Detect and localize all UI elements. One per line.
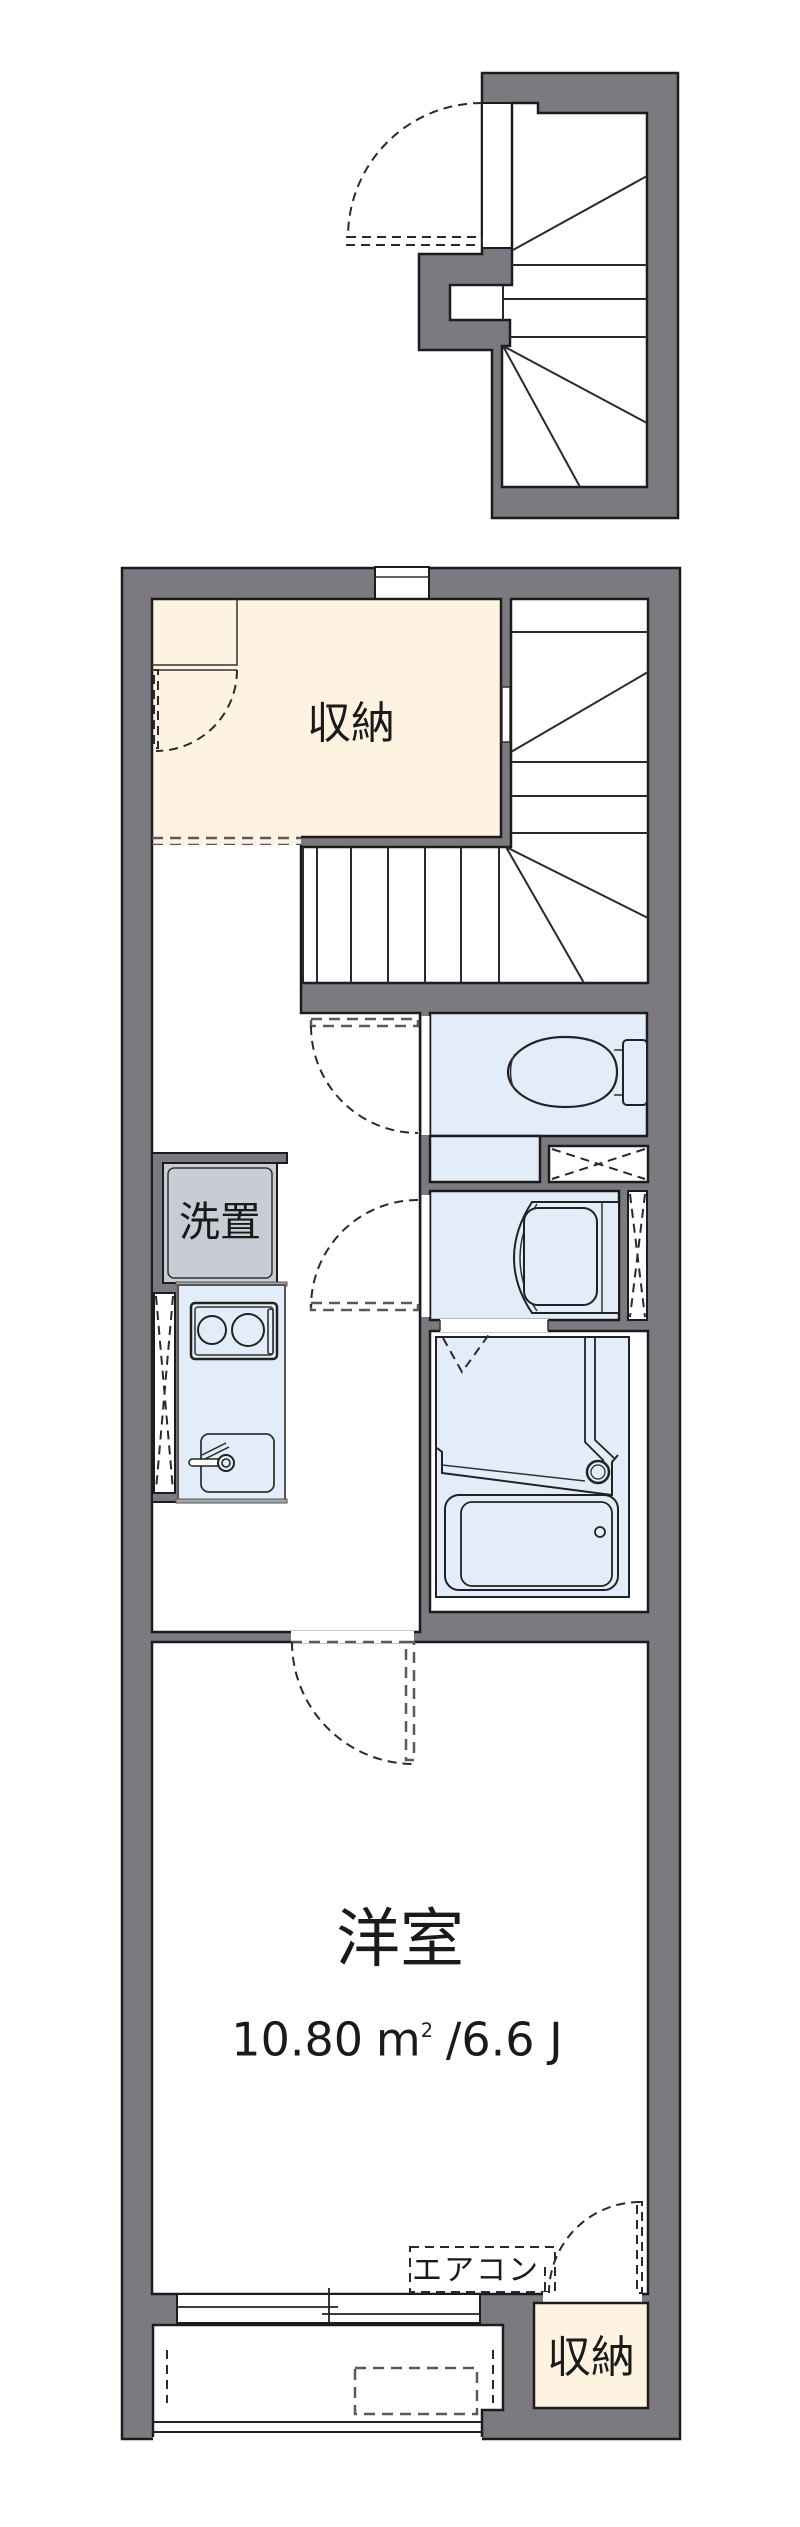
bathtub-drain-icon — [594, 1526, 606, 1538]
shower-pipe — [584, 1338, 615, 1462]
pipe-shaft-box — [547, 1144, 650, 1184]
faucet-center — [221, 1458, 231, 1468]
washroom-door-opening — [421, 1195, 430, 1317]
washer-space-frame — [162, 1162, 278, 1284]
storage-closet-bottom — [532, 2301, 650, 2410]
faucet-icon — [217, 1454, 235, 1472]
toilet-side-counter — [428, 1134, 542, 1184]
label-washer-space: 洗置 — [179, 1198, 261, 1246]
storage-top-door-swing — [155, 669, 238, 752]
kitchen-counter — [175, 1281, 288, 1504]
toilet-door-opening — [421, 1016, 430, 1135]
closet-door-opening — [543, 2292, 642, 2304]
ac-outdoor-unit-outline — [353, 2366, 479, 2416]
bathtub-inner — [460, 1501, 613, 1587]
room-door-swing — [291, 1641, 415, 1765]
label-western-room: 洋室 — [336, 1903, 464, 1977]
toilet-door-leaf — [309, 1017, 420, 1028]
burner-right-icon — [231, 1313, 265, 1347]
area-jo: /6.6 J — [445, 2012, 563, 2067]
shower-faucet-icon — [585, 1459, 611, 1485]
kitchen-shaft-x-icon — [155, 1295, 174, 1491]
washer-space — [162, 1162, 278, 1284]
bathroom-folding-door — [442, 1332, 491, 1374]
toilet-bowl-rim — [509, 1053, 516, 1091]
storage-top-door-leaf — [153, 669, 159, 749]
storage-top-floor — [152, 599, 501, 845]
counter-bottom-edge — [175, 1498, 288, 1504]
toilet-bowl-icon — [506, 1035, 619, 1109]
label-air-conditioner: エアコン — [412, 2253, 540, 2288]
balcony-outline — [151, 2323, 505, 2437]
storage-top-outline — [150, 597, 503, 845]
area-unit-superscript: 2 — [420, 2019, 433, 2042]
closet-door-swing — [548, 2201, 641, 2294]
top-window — [374, 566, 430, 601]
kitchen-pipe-shaft — [153, 1292, 176, 1494]
storage-top-side-opening — [501, 686, 511, 743]
upper-door-frame — [481, 102, 513, 249]
toilet-connector — [614, 1049, 623, 1096]
pipe-shaft-x-icon — [551, 1148, 646, 1180]
toilet-door-swing — [310, 1025, 419, 1134]
label-storage-top: 収納 — [307, 698, 395, 749]
balcony-floor — [153, 2325, 503, 2442]
room-door-leaf — [404, 1640, 416, 1762]
balcony-window — [176, 2288, 481, 2330]
label-storage-bottom: 収納 — [547, 2332, 635, 2383]
bathroom-door-opening — [440, 1319, 548, 1332]
burner-left-icon — [197, 1315, 227, 1345]
area-value: 10.80 — [231, 2012, 363, 2067]
washer-space-pan — [167, 1167, 273, 1279]
storage-top-shelf — [152, 599, 238, 671]
kitchen-area — [151, 1152, 288, 1504]
storage-room-top — [150, 597, 511, 847]
room-door-opening — [291, 1631, 414, 1643]
washbasin-bowl-icon — [523, 1207, 598, 1306]
upper-door-swing — [347, 102, 483, 238]
sink — [188, 1433, 275, 1493]
washroom-shaft-x-icon — [629, 1193, 646, 1318]
upper-stair-treads — [502, 175, 648, 488]
stove — [189, 1301, 279, 1361]
western-room-floor — [150, 1640, 650, 2296]
shower-faucet-inner — [590, 1464, 606, 1480]
toilet-tank-icon — [622, 1039, 648, 1106]
top-window-frame — [374, 566, 430, 601]
main-stair-treads — [302, 631, 649, 984]
air-conditioner-outline — [409, 2246, 556, 2293]
upper-stairwell — [448, 101, 649, 489]
stove-control-bar — [267, 1308, 274, 1355]
washroom-pipe-shaft — [627, 1190, 648, 1321]
washroom — [309, 1189, 621, 1322]
bathroom-washing-area-edge — [436, 1447, 619, 1497]
bathroom-step-line — [441, 1464, 586, 1482]
western-room — [150, 1631, 650, 2304]
washroom-door-swing — [310, 1199, 419, 1308]
balcony — [151, 2323, 505, 2442]
upper-floor-stair — [346, 71, 680, 520]
toilet-room — [309, 1011, 649, 1184]
sliding-window-panes — [177, 2288, 480, 2330]
faucet-spout — [201, 1442, 230, 1460]
upper-door-leaf — [346, 236, 483, 246]
balcony-handrail — [153, 2421, 482, 2433]
bathroom-door-jambs — [439, 1320, 549, 1331]
storage-bottom-floor — [532, 2301, 650, 2410]
bathroom — [428, 1319, 650, 1614]
area-unit: m — [375, 2012, 421, 2067]
